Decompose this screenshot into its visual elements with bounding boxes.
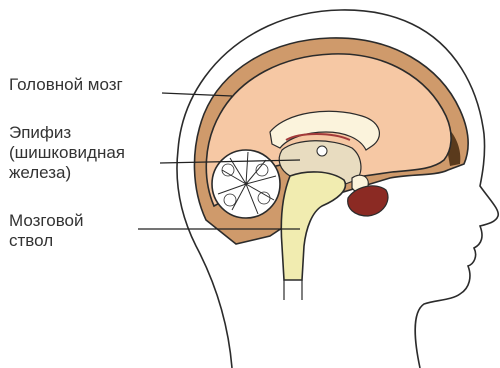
label-pineal-line2: (шишковидная bbox=[9, 143, 125, 163]
label-brain: Головной мозг bbox=[9, 75, 123, 95]
label-brainstem: Мозговой ствол bbox=[9, 211, 83, 251]
thalamus-dot bbox=[317, 146, 327, 156]
label-pineal-line3: железа) bbox=[9, 163, 125, 183]
label-brain-text: Головной мозг bbox=[9, 75, 123, 95]
label-stem-line2: ствол bbox=[9, 231, 83, 251]
label-stem-line1: Мозговой bbox=[9, 211, 83, 231]
label-pineal-gland: Эпифиз (шишковидная железа) bbox=[9, 123, 125, 183]
label-pineal-line1: Эпифиз bbox=[9, 123, 125, 143]
